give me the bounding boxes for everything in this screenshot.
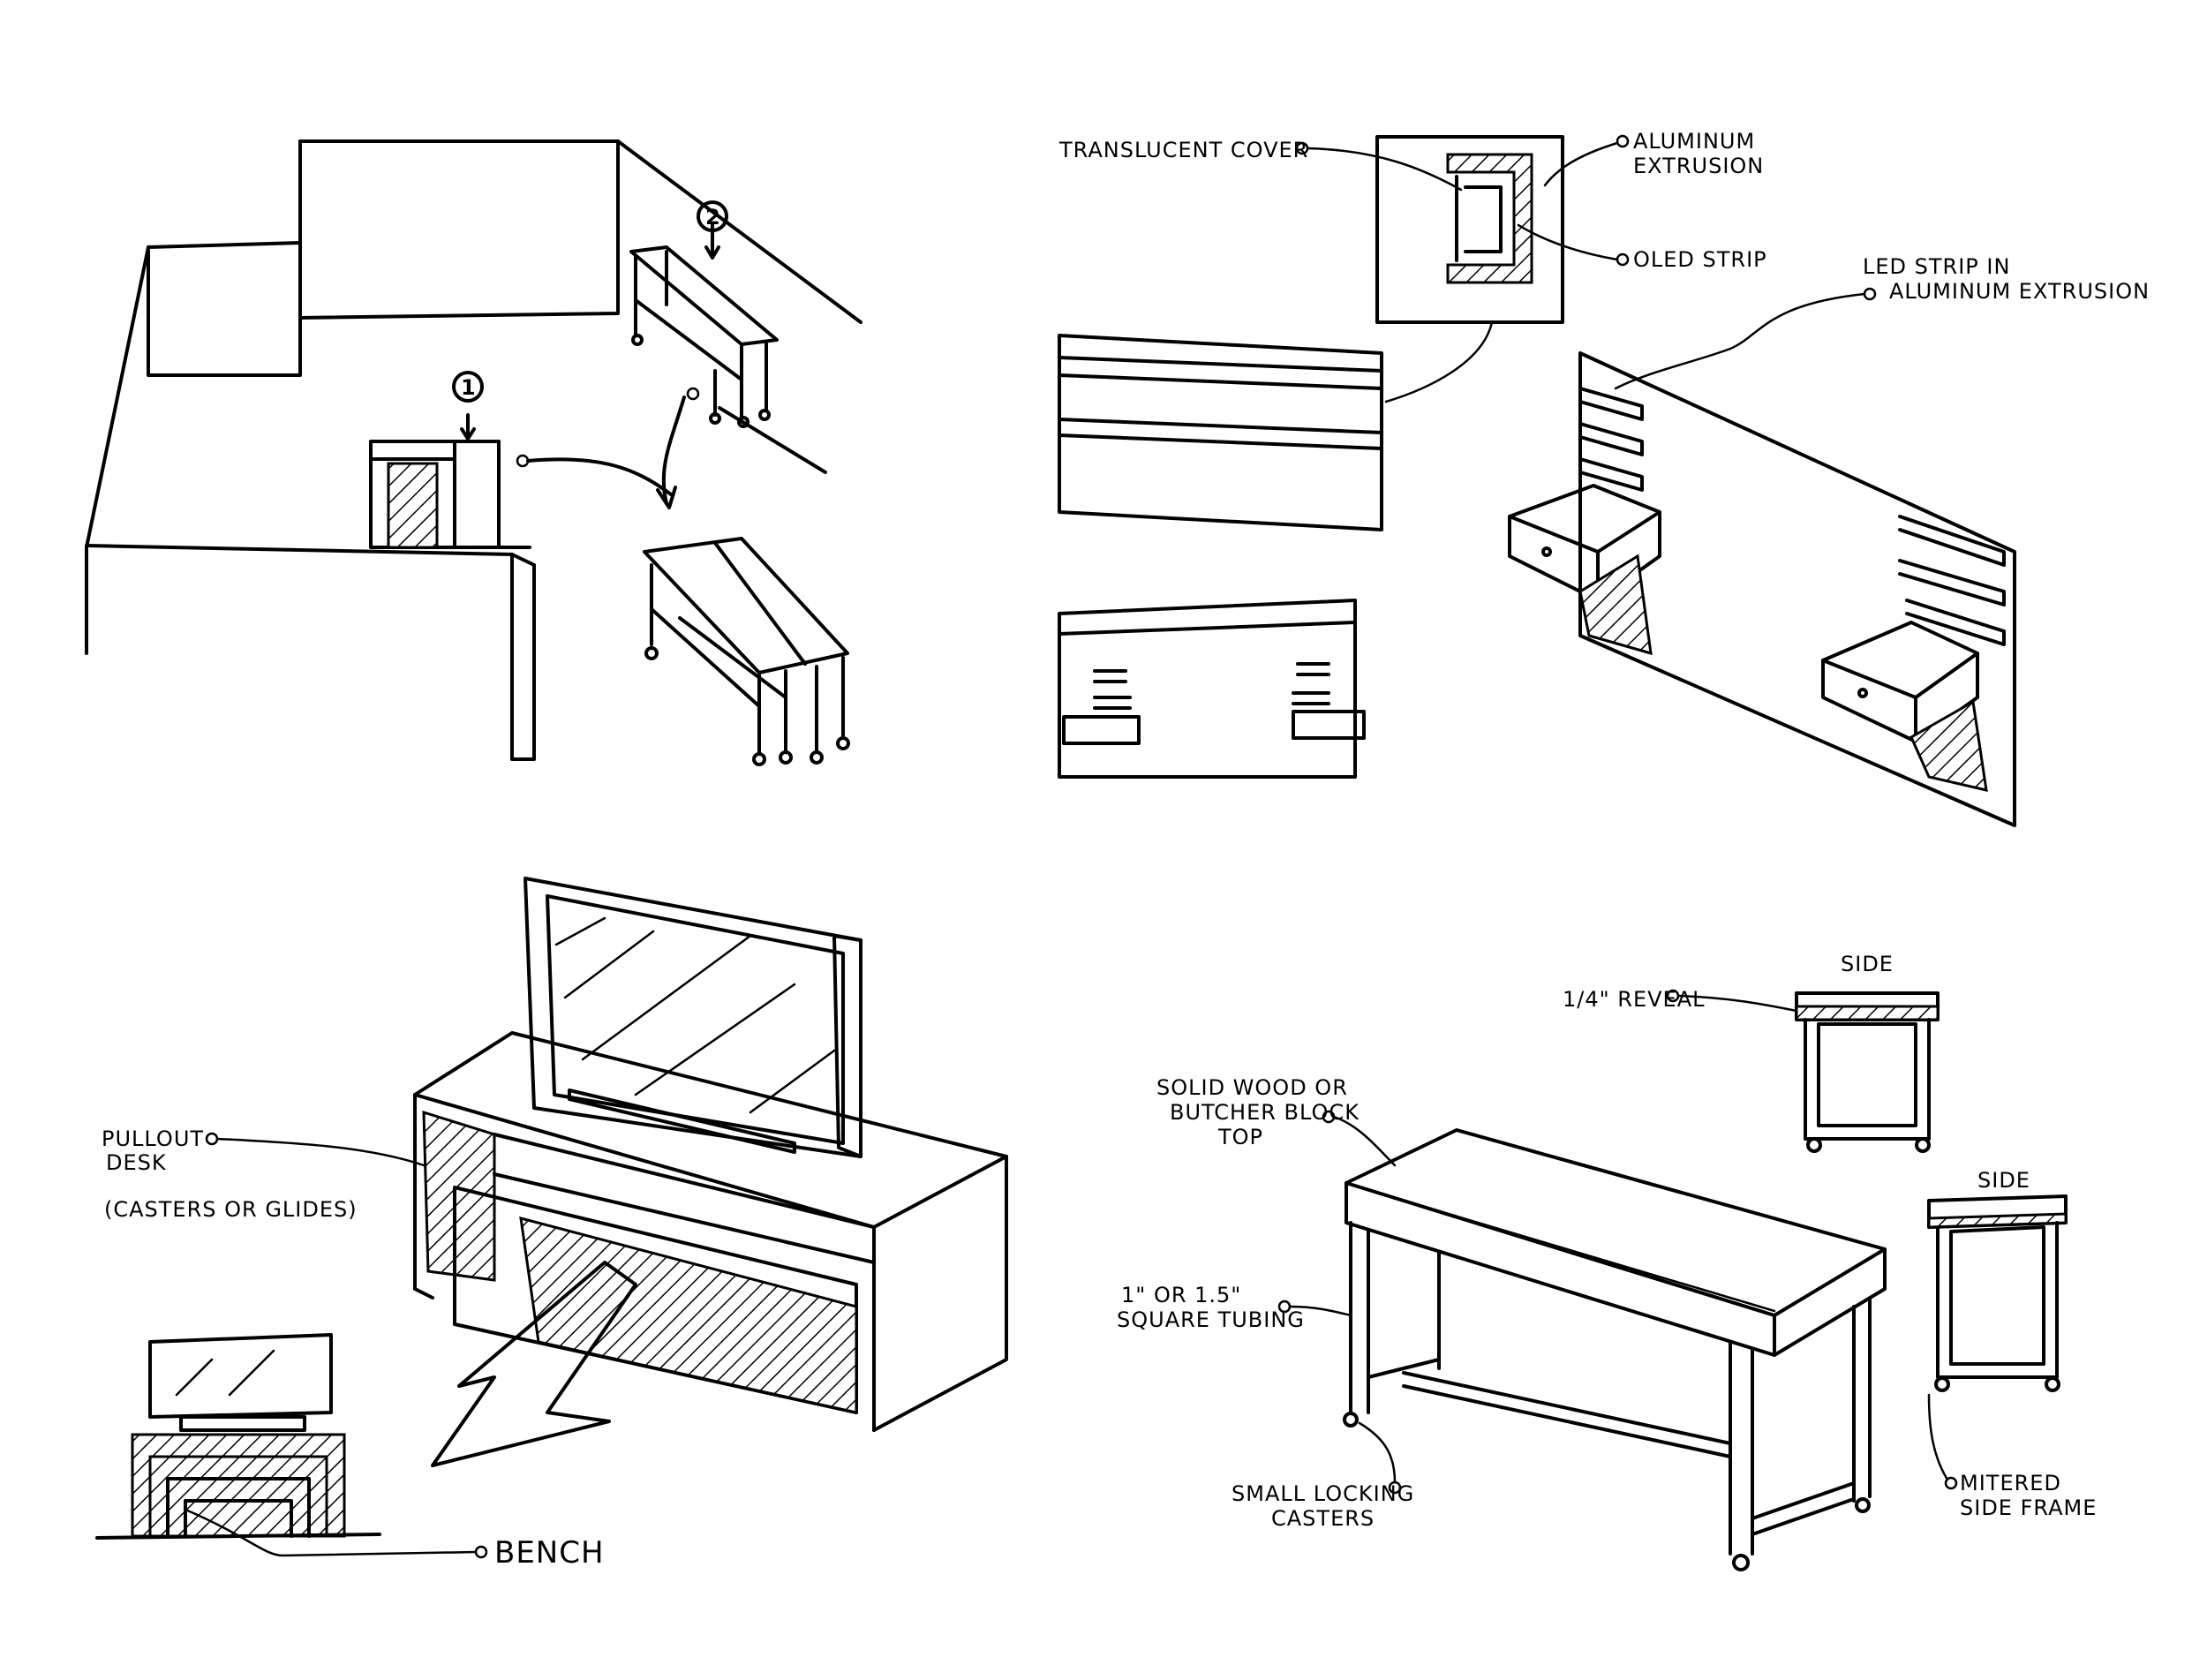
small-locking-label: SMALL LOCKING (1232, 1481, 1414, 1506)
led-strip-in-label: LED STRIP IN (1863, 254, 2010, 279)
extrusion-label: EXTRUSION (1633, 154, 1764, 178)
tv-console-sketch: PULLOUT DESK (CASTERS OR GLIDES) BENCH (95, 877, 1008, 1571)
desk-label: DESK (106, 1150, 167, 1175)
top-label: TOP (1217, 1125, 1263, 1149)
tubing-size-label: 1" OR 1.5" (1121, 1283, 1241, 1307)
room-plan-sketch: 1 2 (85, 139, 862, 766)
led-extrusion-detail: TRANSLUCENT COVER ALUMINUM EXTRUSION OLE… (1058, 129, 2150, 827)
mitered-label: MITERED (1960, 1471, 2061, 1495)
aluminum-extrusion-label-2: ALUMINUM EXTRUSION (1889, 279, 2150, 304)
translucent-cover-label: TRANSLUCENT COVER (1058, 138, 1308, 162)
table-sketch: SIDE 1/4" REVEAL SIDE (1117, 952, 2097, 1571)
side-top-label: SIDE (1841, 952, 1894, 976)
solid-wood-label: SOLID WOOD OR (1156, 1075, 1348, 1100)
square-tubing-label: SQUARE TUBING (1117, 1307, 1305, 1332)
side-bottom-label: SIDE (1977, 1168, 2030, 1193)
bench-label: BENCH (494, 1535, 605, 1571)
aluminum-label: ALUMINUM (1633, 129, 1755, 154)
side-frame-label: SIDE FRAME (1960, 1495, 2097, 1520)
butcher-block-label: BUTCHER BLOCK (1170, 1100, 1360, 1125)
marker-2-label: 2 (705, 205, 721, 230)
marker-1-label: 1 (461, 375, 477, 400)
casters-label: CASTERS (1271, 1506, 1375, 1531)
quarter-reveal-label: 1/4" REVEAL (1563, 987, 1706, 1012)
oled-strip-label: OLED STRIP (1633, 247, 1767, 272)
casters-or-glides-label: (CASTERS OR GLIDES) (104, 1197, 358, 1222)
pullout-label: PULLOUT (102, 1126, 204, 1151)
